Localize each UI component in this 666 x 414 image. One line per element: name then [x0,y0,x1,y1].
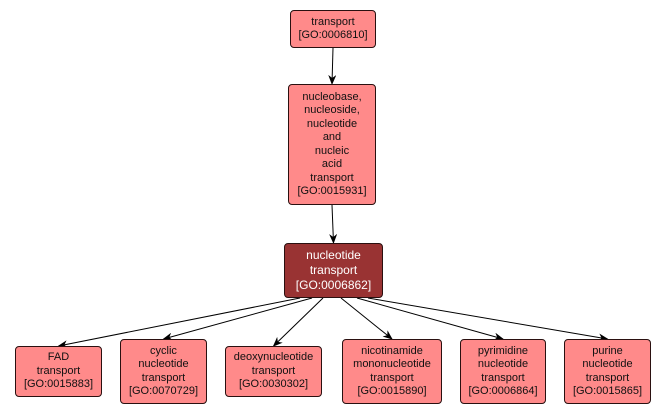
go-term-id: [GO:0070729] [128,385,199,397]
go-term-label: nucleic [314,144,350,157]
go-term-label: nucleotide [582,358,633,370]
go-term-id: [GO:0006810] [298,29,368,41]
go-term-label: pyrimidine [477,344,529,357]
edge-arrow [272,297,324,347]
go-term-node[interactable]: transport[GO:0006810] [290,10,376,48]
go-term-label: transport [311,15,355,28]
go-term-label: transport [309,263,358,277]
go-term-label: transport [141,371,186,384]
edge-arrow [356,297,504,341]
go-term-label: deoxynucleotide [233,351,314,364]
go-term-label: purine [592,344,623,357]
go-term-label: FAD [47,351,70,364]
edge-arrow [329,204,338,244]
go-term-label: cyclic [150,344,177,357]
go-term-label: transport [36,364,81,377]
go-term-label: nucleotide [306,117,358,130]
go-term-id: [GO:0015865] [572,385,643,397]
go-term-label: and [322,131,342,143]
edge-arrow [57,297,301,349]
go-term-label: nicotinamide [361,344,423,357]
go-term-label: transport [251,364,296,377]
edge-arrow [328,47,337,85]
go-term-label: transport [310,171,354,184]
go-term-id: [GO:0006864] [468,385,538,397]
go-term-id: [GO:0015890] [357,385,427,397]
edge-arrow [340,297,393,340]
go-term-label: nucleoside, [304,104,360,116]
edge-arrow [367,297,609,342]
go-term-label: mononucleotide [353,358,431,370]
go-term-label: nucleotide [477,358,529,370]
go-term-id: [GO:0015883] [23,378,94,391]
go-term-label: transport [481,371,525,384]
go-term-id: [GO:0030302] [238,378,309,391]
edge-arrow [162,297,313,341]
go-term-label: transport [585,371,630,384]
go-term-label: nucleobase, [302,90,362,103]
go-term-id: [GO:0015931] [297,185,367,197]
go-term-label: acid [321,158,343,170]
go-term-label: transport [370,371,414,384]
go-term-label: nucleotide [306,248,361,262]
go-term-label: nucleotide [138,358,189,370]
go-term-id: [GO:0006862] [295,278,372,292]
